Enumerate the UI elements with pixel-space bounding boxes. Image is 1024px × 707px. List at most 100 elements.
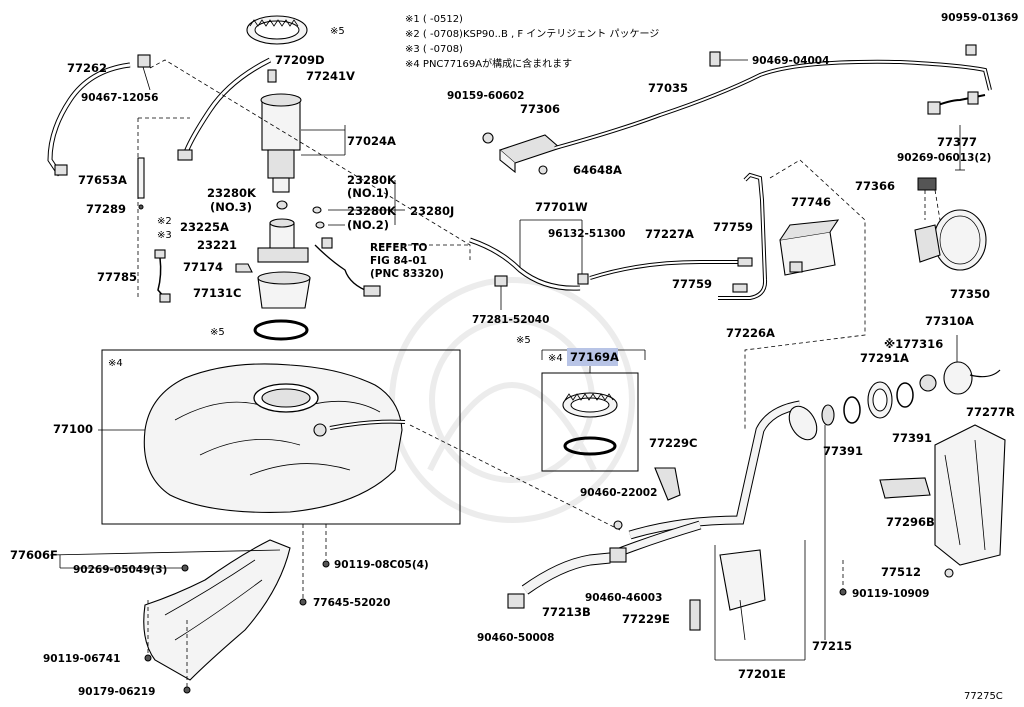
label-refer-3: (PNC 83320) xyxy=(370,268,444,280)
label-23280k-c: 23280K xyxy=(347,204,397,218)
harness-83320[interactable] xyxy=(314,244,371,293)
label-23221: 23221 xyxy=(197,238,237,252)
sender-77174[interactable] xyxy=(235,263,253,273)
clamp-90460-22002[interactable] xyxy=(613,520,623,530)
label-77226a: 77226A xyxy=(726,326,775,340)
clip-77645-52020[interactable] xyxy=(299,598,307,606)
ring-177316[interactable] xyxy=(919,374,937,392)
lid-opener-77366[interactable] xyxy=(917,177,937,191)
label-77759-b: 77759 xyxy=(672,277,712,291)
label-77262: 77262 xyxy=(67,61,107,75)
label-90460-22002: 90460-22002 xyxy=(580,487,657,499)
label-x5-kit: ※5 xyxy=(516,335,531,346)
rod-77653a[interactable] xyxy=(137,157,145,199)
label-90959-01369: 90959-01369 xyxy=(941,12,1018,24)
label-77296b: 77296B xyxy=(886,515,935,529)
label-90460-46003: 90460-46003 xyxy=(585,592,662,604)
label-x2: ※2 xyxy=(157,216,172,227)
fuel-lid-77350[interactable] xyxy=(914,209,987,271)
label-77746: 77746 xyxy=(791,195,831,209)
label-77759-a: 77759 xyxy=(713,220,753,234)
label-77169a: 77169A xyxy=(570,350,619,364)
label-x5-mid: ※5 xyxy=(210,327,225,338)
label-77131c: 77131C xyxy=(193,286,241,300)
label-90469-04004: 90469-04004 xyxy=(752,55,829,67)
bracket-77229c[interactable] xyxy=(654,467,681,501)
gasket-77391-b[interactable] xyxy=(896,382,914,408)
liner-77277r[interactable] xyxy=(934,424,1006,566)
label-90159-60602: 90159-60602 xyxy=(447,90,524,102)
gasket-77391-a[interactable] xyxy=(843,396,861,424)
label-77377: 77377 xyxy=(937,135,977,149)
notes-block: ※1 ( -0512) ※2 ( -0708)KSP90..B , F インテリ… xyxy=(405,14,659,70)
label-77277r: 77277R xyxy=(966,405,1015,419)
label-77281-52040: 77281-52040 xyxy=(472,314,549,326)
label-90467-12056: 90467-12056 xyxy=(81,92,158,104)
heat-shield-77606f[interactable] xyxy=(143,539,291,681)
bracket-77306[interactable] xyxy=(498,134,562,174)
label-90269-05049: 90269-05049(3) xyxy=(73,564,167,576)
bracket-77215[interactable] xyxy=(719,549,766,641)
clamp-90467-12056[interactable] xyxy=(137,54,151,68)
clamp-90460-46003[interactable] xyxy=(609,547,627,563)
fuel-tank-77100[interactable] xyxy=(143,363,406,513)
note-3: ※3 ( -0708) xyxy=(405,44,463,55)
label-refer-1: REFER TO xyxy=(370,242,428,254)
clip-77241v[interactable] xyxy=(267,69,277,83)
label-23280j: 23280J xyxy=(410,204,454,218)
label-90179-06219: 90179-06219 xyxy=(78,686,155,698)
ring-nut-77169a[interactable] xyxy=(562,392,618,418)
label-77035: 77035 xyxy=(648,81,688,95)
bracket-77229e[interactable] xyxy=(689,599,701,631)
gasket-tank[interactable] xyxy=(253,319,309,341)
clamp-90469-04004[interactable] xyxy=(709,51,721,67)
clip-77512[interactable] xyxy=(944,568,954,578)
fuel-pump-module-77024a[interactable] xyxy=(260,93,302,193)
bolt-90159-60602[interactable] xyxy=(482,132,494,144)
charcoal-canister-77746[interactable] xyxy=(779,219,840,276)
gasket-77169a[interactable] xyxy=(563,436,617,456)
label-77213b: 77213B xyxy=(542,605,591,619)
tank-box xyxy=(101,349,461,525)
wire-77785[interactable] xyxy=(157,257,166,299)
bolt-90119-10909[interactable] xyxy=(839,588,847,596)
clip-64648a[interactable] xyxy=(538,165,548,175)
ring-77391-a[interactable] xyxy=(821,404,835,426)
diagram-code: 77275C xyxy=(964,691,1003,702)
label-64648a: 64648A xyxy=(573,163,622,177)
label-23280k-no2: (NO.2) xyxy=(347,218,389,232)
filler-pipe-77201e[interactable] xyxy=(628,400,822,540)
note-4: ※4 PNC77169Aが構成に含まれます xyxy=(405,57,572,70)
vent-line-77035[interactable] xyxy=(554,59,992,150)
label-77289: 77289 xyxy=(86,202,126,216)
clamp-77281-52040[interactable] xyxy=(494,275,508,287)
label-layer: 90959-01369 90469-04004 77035 90159-6060… xyxy=(10,12,1018,702)
note-2: ※2 ( -0708)KSP90..B , F インテリジェント パッケージ xyxy=(405,28,659,40)
ring-nut-top[interactable] xyxy=(246,15,308,45)
hose-77759-lower[interactable] xyxy=(732,283,748,293)
clip-90959-01369[interactable] xyxy=(965,44,977,56)
label-23225a: 23225A xyxy=(180,220,229,234)
label-x4-box: ※4 xyxy=(108,358,123,369)
clamp-90460-50008[interactable] xyxy=(507,593,525,609)
filler-neck-77291a[interactable] xyxy=(867,381,893,419)
clamp-96132-51300[interactable] xyxy=(577,273,589,285)
label-77024a: 77024A xyxy=(347,134,396,148)
label-77366: 77366 xyxy=(855,179,895,193)
label-77391-b: 77391 xyxy=(892,431,932,445)
bolt-90119-08c05[interactable] xyxy=(322,560,330,568)
hose-77209d[interactable] xyxy=(182,57,272,156)
label-77174: 77174 xyxy=(183,260,223,274)
label-77785: 77785 xyxy=(97,270,137,284)
fuel-filter-23221[interactable] xyxy=(257,218,309,263)
label-177316: ※177316 xyxy=(884,337,943,351)
hose-77759-upper[interactable] xyxy=(737,257,753,267)
fuel-cap-77310a[interactable] xyxy=(943,361,1001,395)
valve-77377[interactable] xyxy=(927,101,941,115)
label-77645-52020: 77645-52020 xyxy=(313,597,390,609)
pipe-77226a[interactable] xyxy=(718,172,768,300)
fuel-hose-77262[interactable] xyxy=(47,62,131,177)
bracket-77296b[interactable] xyxy=(879,477,931,499)
pump-bracket-77131c[interactable] xyxy=(257,271,311,309)
